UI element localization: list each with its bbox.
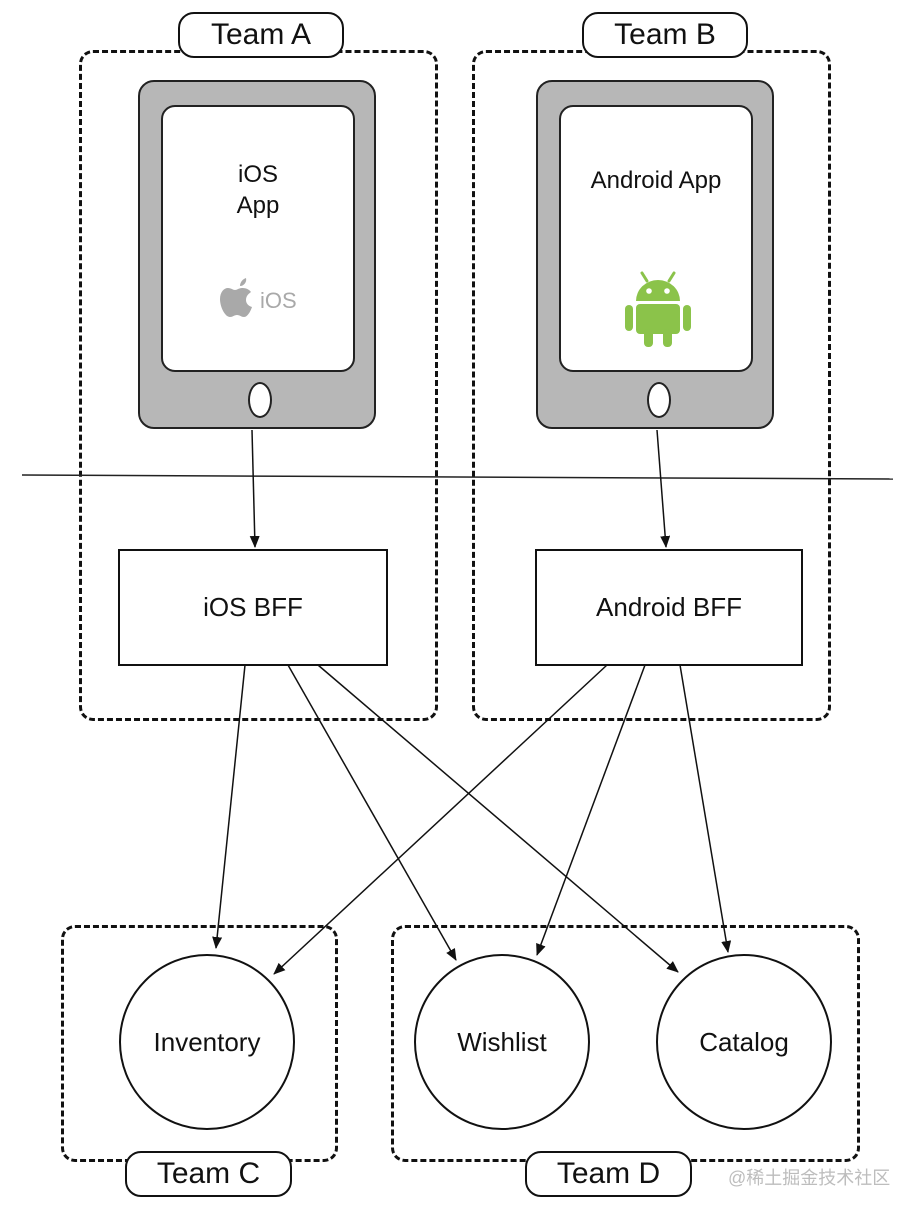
arrow-ios-bff-to-catalog bbox=[317, 664, 679, 973]
team-c-label: Team C bbox=[125, 1151, 292, 1197]
android-icon bbox=[625, 271, 691, 347]
android-app-label: Android App bbox=[590, 167, 722, 194]
ios-logo-text: iOS bbox=[260, 288, 297, 313]
ios-app-label-line2: App bbox=[236, 192, 280, 219]
team-b-label: Team B bbox=[582, 12, 748, 58]
arrow-ios-app-to-ios-bff bbox=[249, 429, 260, 548]
arrow-ios-bff-to-wishlist bbox=[287, 664, 457, 961]
team-d-label: Team D bbox=[525, 1151, 692, 1197]
arrow-ios-bff-to-inventory bbox=[212, 664, 246, 949]
watermark-text: @稀土掘金技术社区 bbox=[728, 1168, 891, 1188]
team-a-label: Team A bbox=[178, 12, 344, 58]
android-phone: Android App bbox=[536, 80, 774, 429]
ios-home-button bbox=[248, 382, 272, 418]
apple-icon bbox=[220, 278, 252, 317]
arrow-android-app-to-android-bff bbox=[656, 429, 671, 548]
android-home-button bbox=[647, 382, 671, 418]
ios-logo: iOS bbox=[219, 277, 303, 321]
android-bff-box: Android BFF bbox=[535, 549, 803, 666]
ios-app-label: iOS App bbox=[163, 159, 353, 221]
arrow-android-bff-to-catalog bbox=[679, 664, 732, 953]
arrow-android-bff-to-wishlist bbox=[536, 664, 646, 956]
inventory-service: Inventory bbox=[119, 954, 295, 1130]
wishlist-service: Wishlist bbox=[414, 954, 590, 1130]
ios-phone-screen: iOS App iOS bbox=[161, 105, 355, 372]
ios-phone: iOS App iOS bbox=[138, 80, 376, 429]
arrow-android-bff-to-inventory bbox=[273, 664, 608, 975]
catalog-service: Catalog bbox=[656, 954, 832, 1130]
ios-app-label-line1: iOS bbox=[237, 161, 278, 188]
android-phone-screen: Android App bbox=[559, 105, 753, 372]
tier-divider-line bbox=[21, 474, 894, 480]
ios-bff-box: iOS BFF bbox=[118, 549, 388, 666]
